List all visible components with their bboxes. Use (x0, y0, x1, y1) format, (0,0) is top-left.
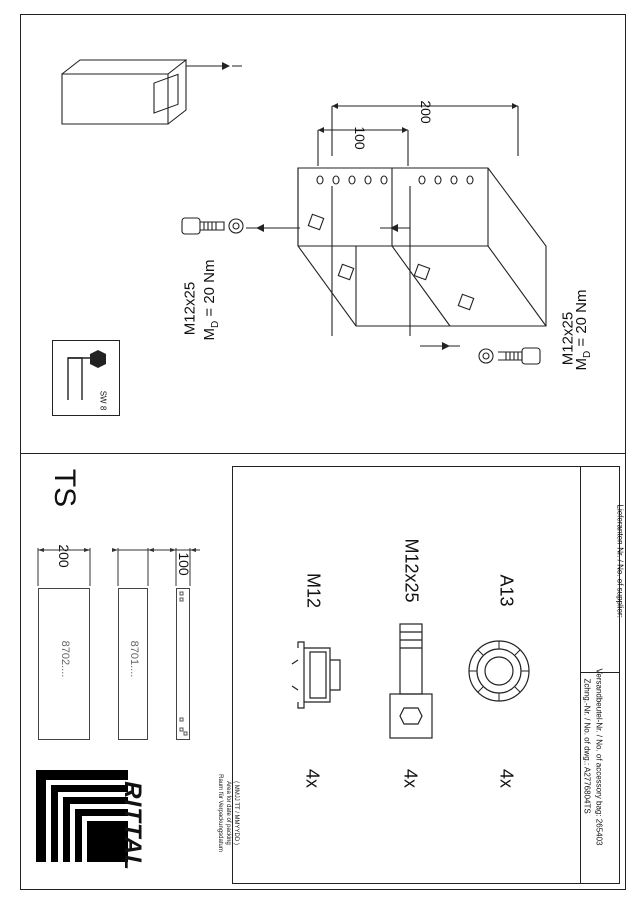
screw-top-torque: MD = 20 Nm (201, 245, 221, 355)
torque-sub: D (582, 350, 593, 359)
rittal-logo (36, 770, 128, 862)
footer-supplier: Lieferanten-Nr. / No. of supplier: (615, 504, 625, 618)
a13-washer-drawing (468, 640, 530, 702)
screw-bottom-torque: MD = 20 Nm (573, 275, 593, 385)
part-name: M12x25 (401, 538, 422, 603)
bracket-assembly-drawing (246, 103, 547, 350)
torque-symbol: M (573, 358, 590, 371)
part-name: A13 (496, 574, 517, 607)
dimension-200: 200 (418, 100, 434, 124)
part-qty: 4x (302, 768, 323, 788)
footer-bar (580, 466, 620, 884)
m12x25-screw-drawing (389, 623, 433, 739)
assembly-frame (20, 14, 626, 454)
torque-value: = 20 Nm (573, 289, 590, 347)
part-qty: 4x (496, 768, 517, 788)
tool-box (52, 340, 120, 416)
screw-top-size: M12x25 (181, 281, 199, 336)
part-name: M12 (303, 572, 324, 608)
rittal-wordmark: RITTAL (119, 781, 146, 871)
part-qty: 4x (400, 768, 421, 788)
footer-divider (580, 672, 620, 673)
footer-accessory-bag: Versandbeutel-Nr. / No. of accessory bag… (594, 668, 604, 846)
enclosure-profile-drawing (61, 58, 242, 125)
profile-rail (176, 588, 190, 740)
footer-drawing-no: Zchng.-Nr. / No. of dwg.: A2776804TS (582, 678, 592, 814)
torque-value: = 20 Nm (201, 259, 218, 317)
screw-bottom-icon (478, 347, 541, 365)
cage-nut-drawing (291, 641, 341, 709)
parts-box (232, 466, 620, 884)
torque-sub: D (210, 320, 221, 329)
tool-label: SW 8 (98, 390, 108, 411)
screw-top-icon (181, 217, 244, 235)
allen-key-icon (67, 350, 106, 400)
profile-8701: 8701.... (118, 588, 148, 740)
packing-area-line1: Raum für Verpackungsdatum (217, 774, 223, 852)
packing-area-line2: Area for date of packing (225, 781, 231, 845)
torque-symbol: M (201, 328, 218, 341)
profile-8702: 8702.... (38, 588, 90, 740)
dimension-100: 100 (352, 126, 368, 150)
